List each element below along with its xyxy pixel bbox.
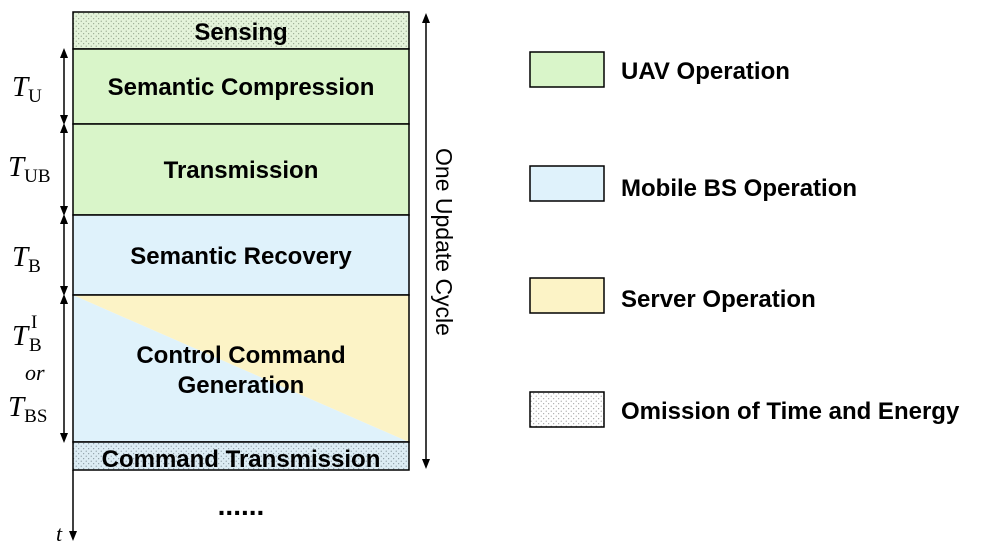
legend-label-bs: Mobile BS Operation	[621, 175, 857, 202]
legend-label-uav: UAV Operation	[621, 58, 790, 85]
legend-item-server: Server Operation	[529, 277, 816, 314]
svg-text:TB: TB	[12, 241, 41, 277]
label-tbs: TBS	[8, 391, 47, 427]
label-tbi: T I B	[12, 312, 42, 356]
block-transmission: Transmission	[72, 123, 410, 216]
svg-text:I: I	[31, 312, 37, 333]
legend-label-server: Server Operation	[621, 286, 816, 313]
legend-label-omission: Omission of Time and Energy	[621, 398, 960, 425]
svg-text:T: T	[12, 320, 30, 352]
label-tub: TUB	[8, 151, 51, 187]
legend-item-uav: UAV Operation	[529, 51, 790, 88]
legend: UAV Operation Mobile BS Operation Server…	[529, 51, 960, 428]
continuation-ellipsis: ......	[218, 490, 265, 521]
svg-text:TUB: TUB	[8, 151, 51, 187]
block-semantic-recovery-label: Semantic Recovery	[130, 243, 352, 270]
legend-swatch-omission	[529, 391, 605, 428]
block-sensing-label: Sensing	[194, 19, 287, 46]
block-command-transmission: Command Transmission	[72, 441, 410, 473]
legend-item-omission: Omission of Time and Energy	[529, 391, 960, 428]
label-or: or	[25, 360, 45, 385]
block-control-line2: Generation	[178, 372, 305, 399]
label-tu: TU	[12, 71, 42, 107]
block-command-transmission-label: Command Transmission	[102, 446, 381, 473]
svg-text:TU: TU	[12, 71, 42, 107]
label-tb: TB	[12, 241, 41, 277]
block-sensing: Sensing	[72, 11, 410, 50]
block-control-command-generation: Control Command Generation	[72, 294, 410, 443]
block-semantic-compression: Semantic Compression	[72, 48, 410, 125]
block-control-line1: Control Command	[136, 342, 345, 369]
block-semantic-compression-label: Semantic Compression	[108, 74, 375, 101]
legend-swatch-server	[529, 277, 605, 314]
svg-text:TBS: TBS	[8, 391, 47, 427]
legend-swatch-bs	[529, 165, 605, 202]
time-axis-label: t	[56, 521, 63, 546]
legend-item-bs: Mobile BS Operation	[529, 165, 857, 202]
block-transmission-label: Transmission	[164, 157, 319, 184]
legend-swatch-uav	[529, 51, 605, 88]
svg-text:B: B	[29, 335, 42, 356]
cycle-label: One Update Cycle	[431, 148, 457, 336]
block-semantic-recovery: Semantic Recovery	[72, 214, 410, 296]
